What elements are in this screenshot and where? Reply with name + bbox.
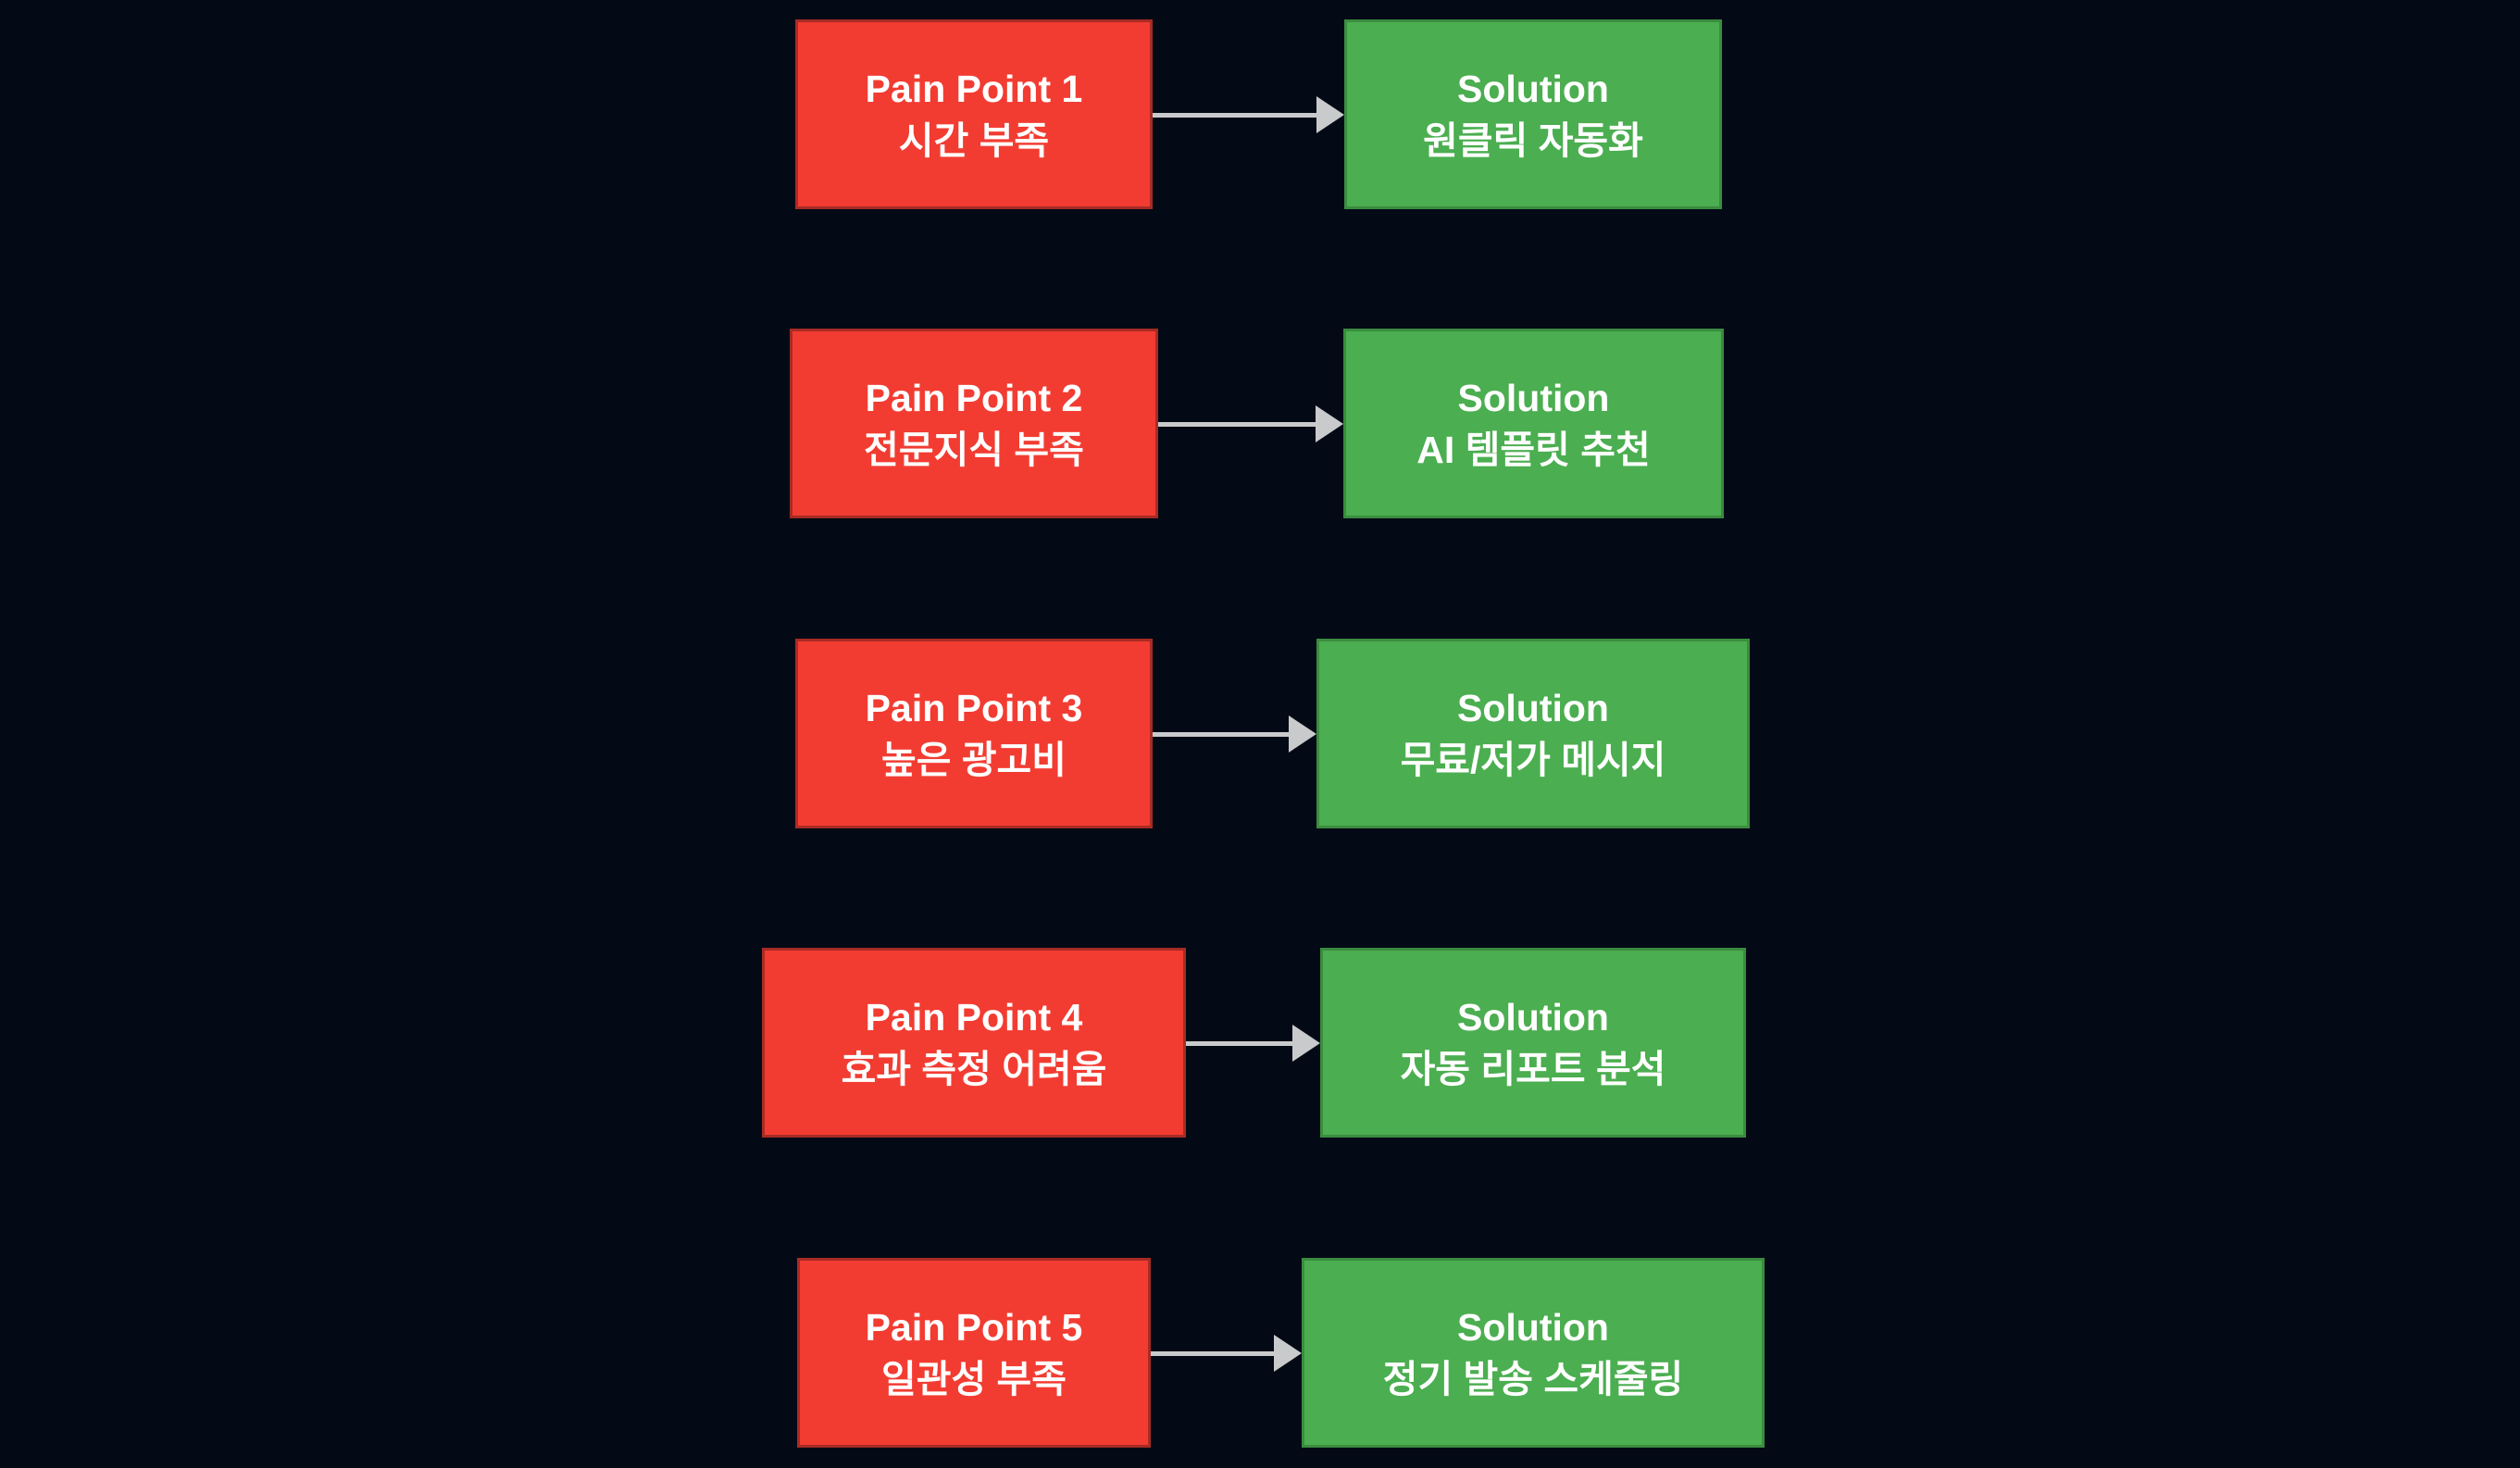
- arrow-head-icon: [1289, 715, 1316, 753]
- solution-subtitle: AI 템플릿 추천: [1416, 428, 1651, 471]
- solution-box-1: Solution 원클릭 자동화: [1344, 19, 1722, 209]
- arrow-head-icon: [1316, 96, 1344, 133]
- solution-box-5: Solution 정기 발송 스케줄링: [1302, 1258, 1765, 1448]
- arrow: [1153, 96, 1344, 133]
- solution-title: Solution: [1457, 67, 1609, 110]
- diagram-row-2: Pain Point 2 전문지식 부족 Solution AI 템플릿 추천: [0, 329, 2520, 518]
- arrow-head-icon: [1316, 405, 1343, 442]
- solution-title: Solution: [1457, 376, 1610, 419]
- pain-point-subtitle: 효과 측정 어려움: [841, 1047, 1107, 1090]
- pain-point-title: Pain Point 1: [865, 67, 1083, 110]
- solution-subtitle: 원클릭 자동화: [1423, 118, 1643, 162]
- arrow-line: [1153, 112, 1316, 118]
- arrow-line: [1153, 731, 1289, 737]
- diagram-row-3: Pain Point 3 높은 광고비 Solution 무료/저가 메시지: [0, 639, 2520, 828]
- pain-point-subtitle: 전문지식 부족: [864, 428, 1084, 471]
- solution-box-2: Solution AI 템플릿 추천: [1343, 329, 1724, 518]
- pain-point-title: Pain Point 2: [865, 376, 1083, 419]
- solution-subtitle: 정기 발송 스케줄링: [1382, 1357, 1684, 1400]
- solution-title: Solution: [1457, 686, 1609, 729]
- arrow-line: [1186, 1040, 1292, 1046]
- pain-point-title: Pain Point 4: [865, 995, 1083, 1039]
- solution-title: Solution: [1457, 1305, 1609, 1349]
- arrow-head-icon: [1292, 1025, 1320, 1062]
- pain-point-title: Pain Point 3: [865, 686, 1083, 729]
- solution-box-3: Solution 무료/저가 메시지: [1316, 639, 1750, 828]
- arrow: [1158, 405, 1343, 442]
- pain-point-box-1: Pain Point 1 시간 부족: [795, 19, 1153, 209]
- pain-point-subtitle: 높은 광고비: [881, 738, 1067, 781]
- solution-subtitle: 무료/저가 메시지: [1400, 738, 1666, 781]
- arrow: [1151, 1335, 1302, 1372]
- arrow-line: [1151, 1350, 1274, 1356]
- pain-point-box-2: Pain Point 2 전문지식 부족: [790, 329, 1158, 518]
- arrow: [1153, 715, 1316, 753]
- pain-point-subtitle: 일관성 부족: [881, 1357, 1067, 1400]
- diagram-row-4: Pain Point 4 효과 측정 어려움 Solution 자동 리포트 분…: [0, 948, 2520, 1138]
- solution-box-4: Solution 자동 리포트 분석: [1320, 948, 1746, 1138]
- pain-point-subtitle: 시간 부족: [898, 118, 1050, 162]
- pain-point-box-5: Pain Point 5 일관성 부족: [797, 1258, 1151, 1448]
- arrow-line: [1158, 421, 1316, 427]
- arrow: [1186, 1025, 1320, 1062]
- diagram-row-1: Pain Point 1 시간 부족 Solution 원클릭 자동화: [0, 19, 2520, 209]
- solution-title: Solution: [1457, 995, 1609, 1039]
- solution-subtitle: 자동 리포트 분석: [1400, 1047, 1666, 1090]
- pain-point-title: Pain Point 5: [865, 1305, 1083, 1349]
- diagram-row-5: Pain Point 5 일관성 부족 Solution 정기 발송 스케줄링: [0, 1258, 2520, 1448]
- pain-point-box-4: Pain Point 4 효과 측정 어려움: [762, 948, 1186, 1138]
- pain-point-box-3: Pain Point 3 높은 광고비: [795, 639, 1153, 828]
- arrow-head-icon: [1274, 1335, 1302, 1372]
